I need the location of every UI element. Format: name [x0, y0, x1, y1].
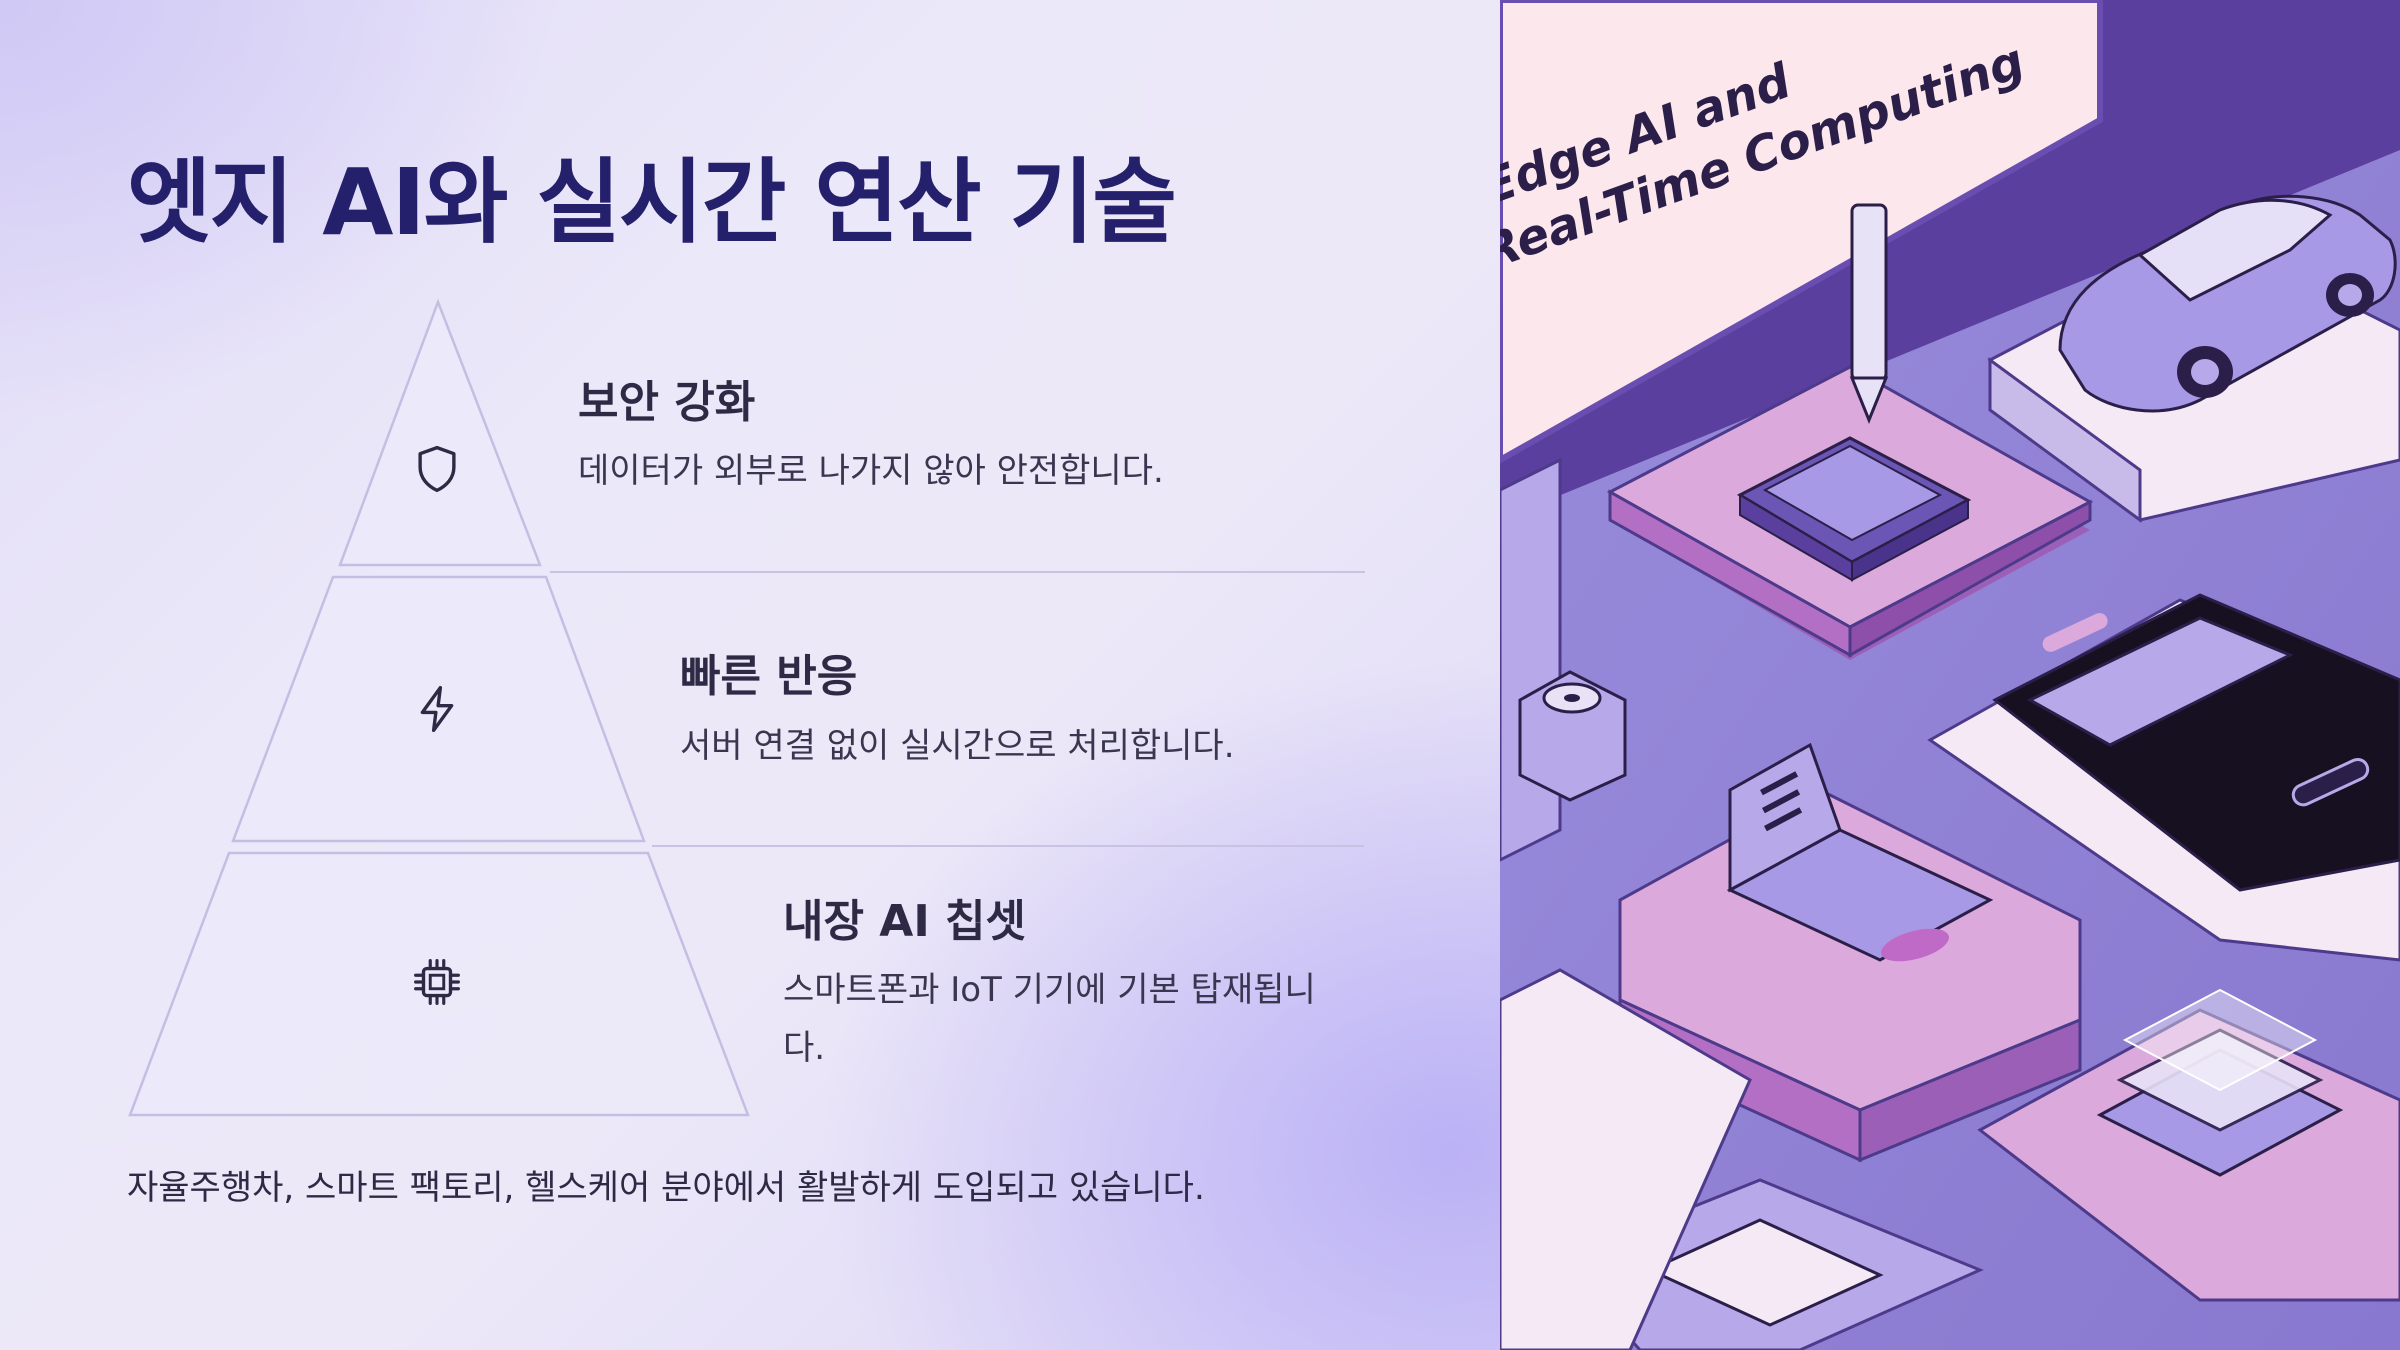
sensor-device: [1518, 670, 1627, 802]
side-card: [1500, 968, 1752, 1350]
tier-title-security: 보안 강화: [578, 377, 756, 428]
footnote: 자율주행차, 스마트 팩토리, 헬스케어 분야에서 활발하게 도입되고 있습니다…: [127, 1168, 1205, 1208]
tier-title-chipset: 내장 AI 칩셋: [783, 896, 1026, 947]
chip-platform: [1606, 203, 2094, 660]
pyramid-tier-top: [338, 298, 542, 567]
pyramid-diagram: [128, 298, 750, 1117]
content-panel: 엣지 AI와 실시간 연산 기술 보안 강화 데이터가 외부로 나가지 않아 안…: [0, 0, 1500, 1350]
chip-module: [1977, 988, 2400, 1302]
car-platform: [1987, 194, 2400, 523]
phone-platform: [1927, 593, 2400, 962]
tier-title-speed: 빠른 반응: [680, 651, 858, 702]
tier-description-security: 데이터가 외부로 나가지 않아 안전합니다.: [578, 451, 1164, 491]
lightning-icon: [420, 685, 454, 733]
pyramid-tier-bottom: [128, 851, 750, 1117]
pyramid-tier-middle: [231, 575, 646, 843]
tier-divider: [550, 571, 1365, 573]
chip-icon: [414, 959, 460, 1005]
tier-divider: [652, 845, 1364, 847]
left-shelf: [1500, 457, 1562, 862]
slide-title: 엣지 AI와 실시간 연산 기술: [127, 149, 1177, 256]
edge-ai-illustration: Edge AI and Real-Time Computing: [1500, 0, 2400, 1350]
shield-icon: [418, 445, 456, 493]
caption-board: [1500, 0, 2103, 464]
tier-description-chipset: 스마트폰과 IoT 기기에 기본 탑재됩니다.: [783, 970, 1316, 1068]
tier-description-speed: 서버 연결 없이 실시간으로 처리합니다.: [680, 726, 1235, 766]
laptop-platform: [1618, 742, 2082, 1163]
